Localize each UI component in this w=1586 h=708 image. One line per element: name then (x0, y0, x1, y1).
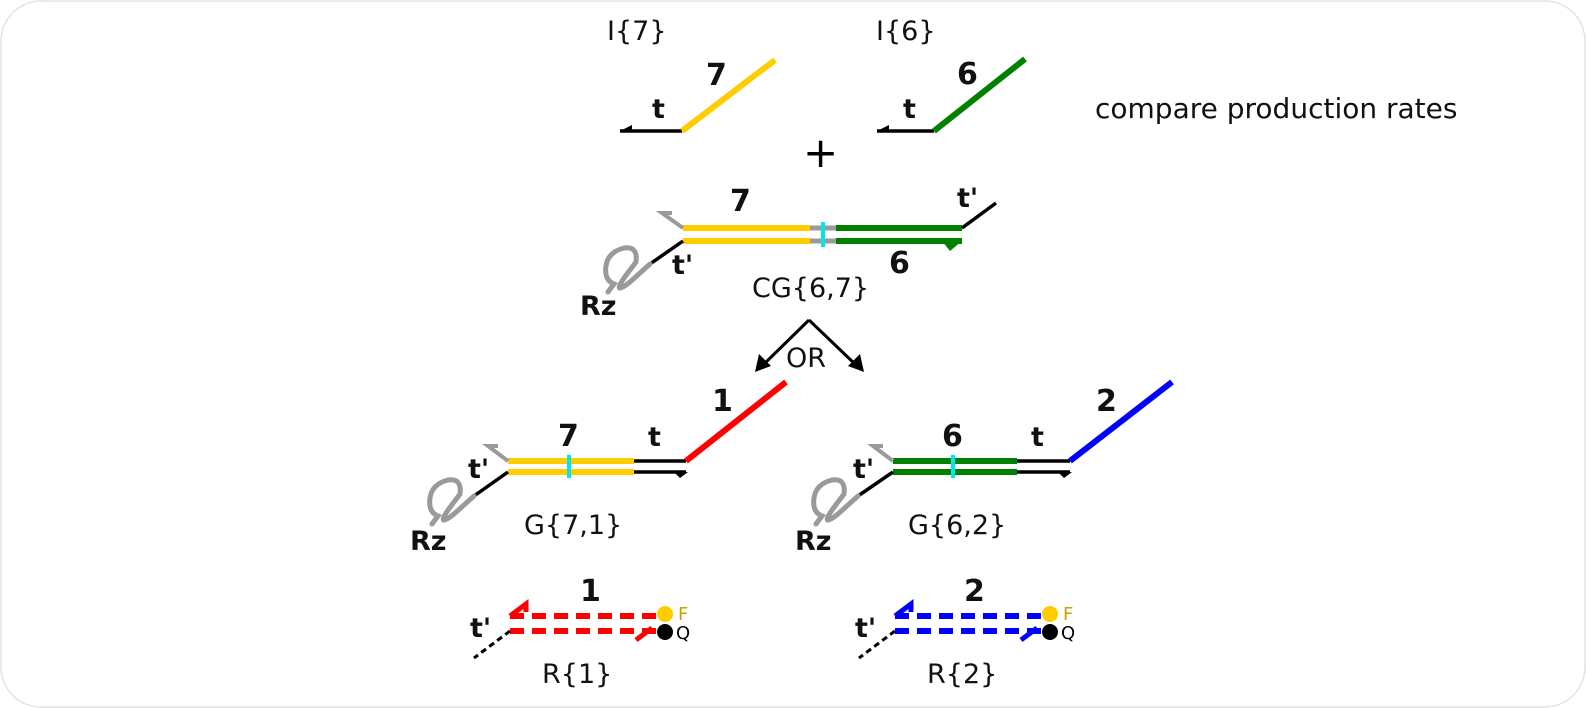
g62-left-toehold-label: t' (853, 454, 874, 485)
cg-domain-6-label: 6 (889, 246, 910, 281)
cg-name-label: CG{6,7} (752, 273, 869, 304)
r2-quencher-dot (1042, 624, 1058, 640)
cg-ribozyme-label: Rz (580, 291, 617, 322)
r1-quencher-label: Q (676, 623, 690, 644)
r2-quencher-label: Q (1061, 623, 1075, 644)
gate-g71: 7 t 1 t' Rz G{7,1} (410, 379, 788, 557)
or-arrowhead-right (848, 354, 864, 372)
i7-domain-label: 7 (706, 58, 727, 93)
g62-left-toehold-strand (857, 470, 894, 498)
or-arrow-left (760, 318, 811, 368)
g71-domain-7-label: 7 (558, 419, 579, 454)
g71-left-toehold-strand (472, 470, 510, 498)
cg-domain-7-label: 7 (730, 184, 751, 219)
cg-left-strand-end (655, 211, 685, 230)
or-arrow-right (807, 318, 859, 368)
g71-ribozyme-hairpin (427, 477, 477, 527)
i7-name-label: I{7} (607, 16, 667, 47)
r2-toehold-strand (858, 629, 896, 660)
g62-ribozyme-label: Rz (795, 526, 832, 557)
i7-toehold-label: t (652, 94, 665, 125)
g62-name-label: G{6,2} (908, 510, 1006, 541)
r2-top-strand-end (893, 599, 914, 618)
g62-output-strand-2 (1068, 379, 1174, 464)
g71-left-toehold-label: t' (468, 454, 489, 485)
r1-fluorophore-dot (657, 606, 673, 622)
i6-name-label: I{6} (876, 16, 936, 47)
i7-strand-end-hook (620, 125, 632, 131)
compare-rates-note: compare production rates (1095, 92, 1457, 125)
cg-left-toehold-strand (648, 239, 685, 266)
or-label: OR (786, 343, 826, 374)
r2-domain-label: 2 (964, 574, 985, 609)
g71-ribozyme-label: Rz (410, 526, 447, 557)
input-strand-i7: I{7} t 7 (607, 16, 777, 134)
r2-name-label: R{2} (927, 659, 997, 690)
input-strand-i6: I{6} t 6 (876, 16, 1027, 134)
gate-g62: 6 t 2 t' Rz G{6,2} (795, 379, 1174, 557)
r2-fluorophore-label: F (1063, 604, 1073, 625)
r2-toehold-label: t' (855, 613, 876, 644)
r1-fluorophore-label: F (678, 604, 688, 625)
cg-right-toehold-label: t' (957, 183, 978, 214)
cascade-gate-cg67: 7 6 t' t' Rz CG{6,7} (580, 183, 998, 322)
cg-left-toehold-label: t' (672, 250, 693, 281)
g71-bottom-strand-hook (674, 472, 688, 478)
reporter-r1: F Q 1 t' R{1} (470, 574, 690, 690)
r1-toehold-strand (473, 629, 511, 660)
r1-bottom-strand-end (634, 626, 654, 642)
i7-domain-strand (680, 57, 777, 134)
g62-domain-6-label: 6 (942, 419, 963, 454)
plus-symbol: + (803, 128, 838, 177)
g71-name-label: G{7,1} (524, 510, 622, 541)
cg-ribozyme-hairpin (603, 245, 653, 295)
i6-toehold-label: t (903, 94, 916, 125)
g71-toehold-label: t (648, 422, 661, 453)
r2-fluorophore-dot (1042, 606, 1058, 622)
g71-output-strand-1 (684, 379, 788, 464)
g71-left-strand-end (482, 444, 510, 463)
r1-name-label: R{1} (542, 659, 612, 690)
g62-toehold-label: t (1031, 422, 1044, 453)
r1-top-strand-end (508, 599, 529, 618)
cg-right-toehold-strand (960, 201, 998, 230)
r1-quencher-dot (657, 624, 673, 640)
or-arrowhead-left (755, 354, 771, 372)
i6-domain-strand (932, 56, 1027, 134)
g62-output-label: 2 (1096, 384, 1117, 419)
reporter-r2: F Q 2 t' R{2} (855, 574, 1075, 690)
i6-domain-label: 6 (957, 57, 978, 92)
i6-strand-end-hook (877, 125, 889, 131)
g62-left-strand-end (867, 444, 895, 463)
r1-domain-label: 1 (580, 574, 601, 609)
g62-ribozyme-hairpin (811, 477, 861, 527)
g71-output-label: 1 (712, 384, 733, 419)
or-split-arrows: OR (755, 318, 864, 374)
r2-bottom-strand-end (1019, 626, 1039, 642)
r1-toehold-label: t' (470, 613, 491, 644)
cg-bottom-strand-hook (942, 241, 962, 251)
g62-bottom-strand-hook (1058, 472, 1072, 478)
